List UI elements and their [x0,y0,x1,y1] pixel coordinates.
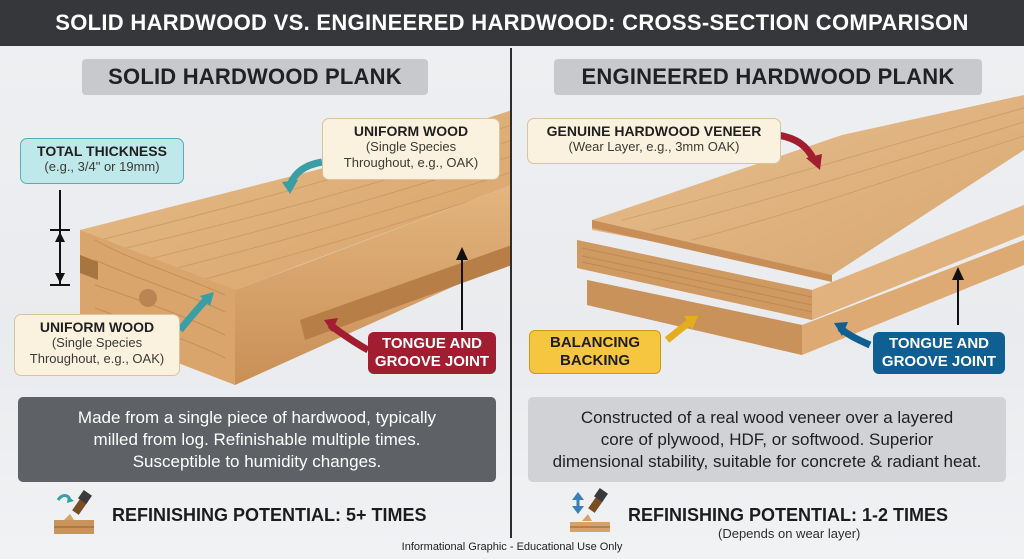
solid-joint-line1: TONGUE AND [381,335,482,352]
solid-plank-side-face [235,185,510,385]
eng-description-line2: core of plywood, HDF, or softwood. Super… [600,429,934,449]
total-thickness-callout: TOTAL THICKNESS (e.g., 3/4" or 19mm) [20,138,184,184]
solid-description: Made from a single piece of hardwood, ty… [18,397,496,482]
solid-joint-label: TONGUE AND GROOVE JOINT [368,332,496,374]
uniform-wood-bottom-line1: (Single Species [51,335,143,350]
solid-description-line3: Susceptible to humidity changes. [132,451,382,471]
solid-refinishing-potential: REFINISHING POTENTIAL: 5+ TIMES [112,505,427,525]
footer-note: Informational Graphic - Educational Use … [401,541,623,553]
paintbrush-refinish-icon [570,488,610,532]
uniform-wood-callout-bottom: UNIFORM WOOD (Single Species Throughout,… [14,314,180,376]
solid-panel-heading: SOLID HARDWOOD PLANK [82,59,428,95]
panel-divider [510,48,512,538]
page-title: SOLID HARDWOOD VS. ENGINEERED HARDWOOD: … [0,0,1024,46]
eng-joint-line1: TONGUE AND [888,335,989,352]
solid-joint-line2: GROOVE JOINT [374,353,490,370]
uniform-wood-top-title: UNIFORM WOOD [353,123,469,139]
total-thickness-detail: (e.g., 3/4" or 19mm) [44,159,160,174]
engineered-plank-illustration [577,95,1024,355]
solid-tongue [300,245,510,340]
veneer-layer [592,95,1024,275]
total-thickness-title: TOTAL THICKNESS [37,143,167,159]
backing-line2: BACKING [560,352,630,369]
uniform-wood-top-line2: Throughout, e.g., OAK) [343,155,479,170]
backing-line1: BALANCING [550,334,640,351]
uniform-wood-callout-top: UNIFORM WOOD (Single Species Throughout,… [322,118,500,180]
engineered-description: Constructed of a real wood veneer over a… [528,397,1006,482]
solid-description-line1: Made from a single piece of hardwood, ty… [77,407,437,427]
engineered-panel-heading: ENGINEERED HARDWOOD PLANK [554,59,982,95]
engineered-joint-label: TONGUE AND GROOVE JOINT [873,332,1005,374]
uniform-wood-bottom-title: UNIFORM WOOD [39,319,155,335]
eng-joint-line2: GROOVE JOINT [881,353,997,370]
veneer-detail: (Wear Layer, e.g., 3mm OAK) [568,139,740,154]
engineered-refinishing-potential: REFINISHING POTENTIAL: 1-2 TIMES [628,505,949,525]
veneer-title: GENUINE HARDWOOD VENEER [546,123,762,139]
solid-description-line2: milled from log. Refinishable multiple t… [93,429,421,449]
uniform-wood-top-line1: (Single Species [365,139,457,154]
solid-plank-end-face [80,230,235,385]
paintbrush-refinish-icon [54,490,94,534]
eng-description-line1: Constructed of a real wood veneer over a… [580,407,954,427]
engineered-refinishing-note: (Depends on wear layer) [718,526,861,541]
eng-description-line3: dimensional stability, suitable for conc… [552,451,982,471]
teal-arrow-bottom [177,297,209,333]
veneer-callout: GENUINE HARDWOOD VENEER (Wear Layer, e.g… [527,118,781,164]
uniform-wood-bottom-line2: Throughout, e.g., OAK) [29,351,165,366]
balancing-backing-label: BALANCING BACKING [529,330,661,374]
